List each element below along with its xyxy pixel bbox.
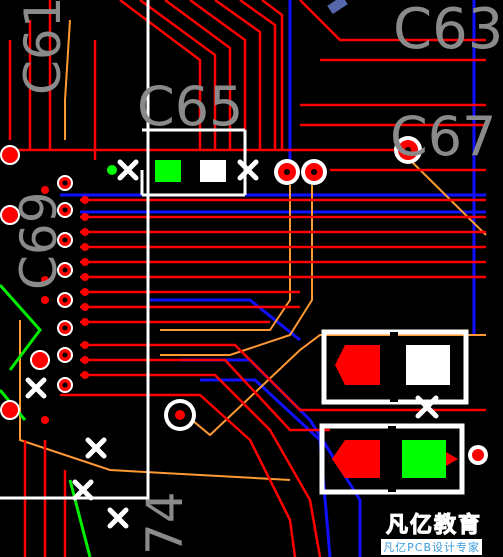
refdes-c63: C63 <box>393 0 503 62</box>
refdes-c69: C69 <box>10 191 68 290</box>
refdes-c74: 74 <box>136 491 194 555</box>
watermark: 凡亿教育 凡亿PCB设计专家 <box>381 507 482 555</box>
watermark-caption: 凡亿PCB设计专家 <box>381 539 482 555</box>
watermark-logo: 凡亿教育 <box>385 513 482 539</box>
via-x-markers <box>25 159 439 529</box>
c65-pads <box>107 160 226 182</box>
refdes-c67: C67 <box>390 105 497 168</box>
capacitor-footprints-right <box>319 329 469 495</box>
refdes-c61: C61 <box>14 0 72 95</box>
paired-vias <box>274 159 327 185</box>
fanout-pad-dots <box>41 186 89 424</box>
via-drill-holes <box>62 180 68 388</box>
refdes-c65: C65 <box>137 75 244 138</box>
inner-layer-traces <box>19 19 487 481</box>
pcb-artwork <box>0 0 488 557</box>
partial-pad-top <box>327 0 348 15</box>
large-vias <box>164 136 488 465</box>
